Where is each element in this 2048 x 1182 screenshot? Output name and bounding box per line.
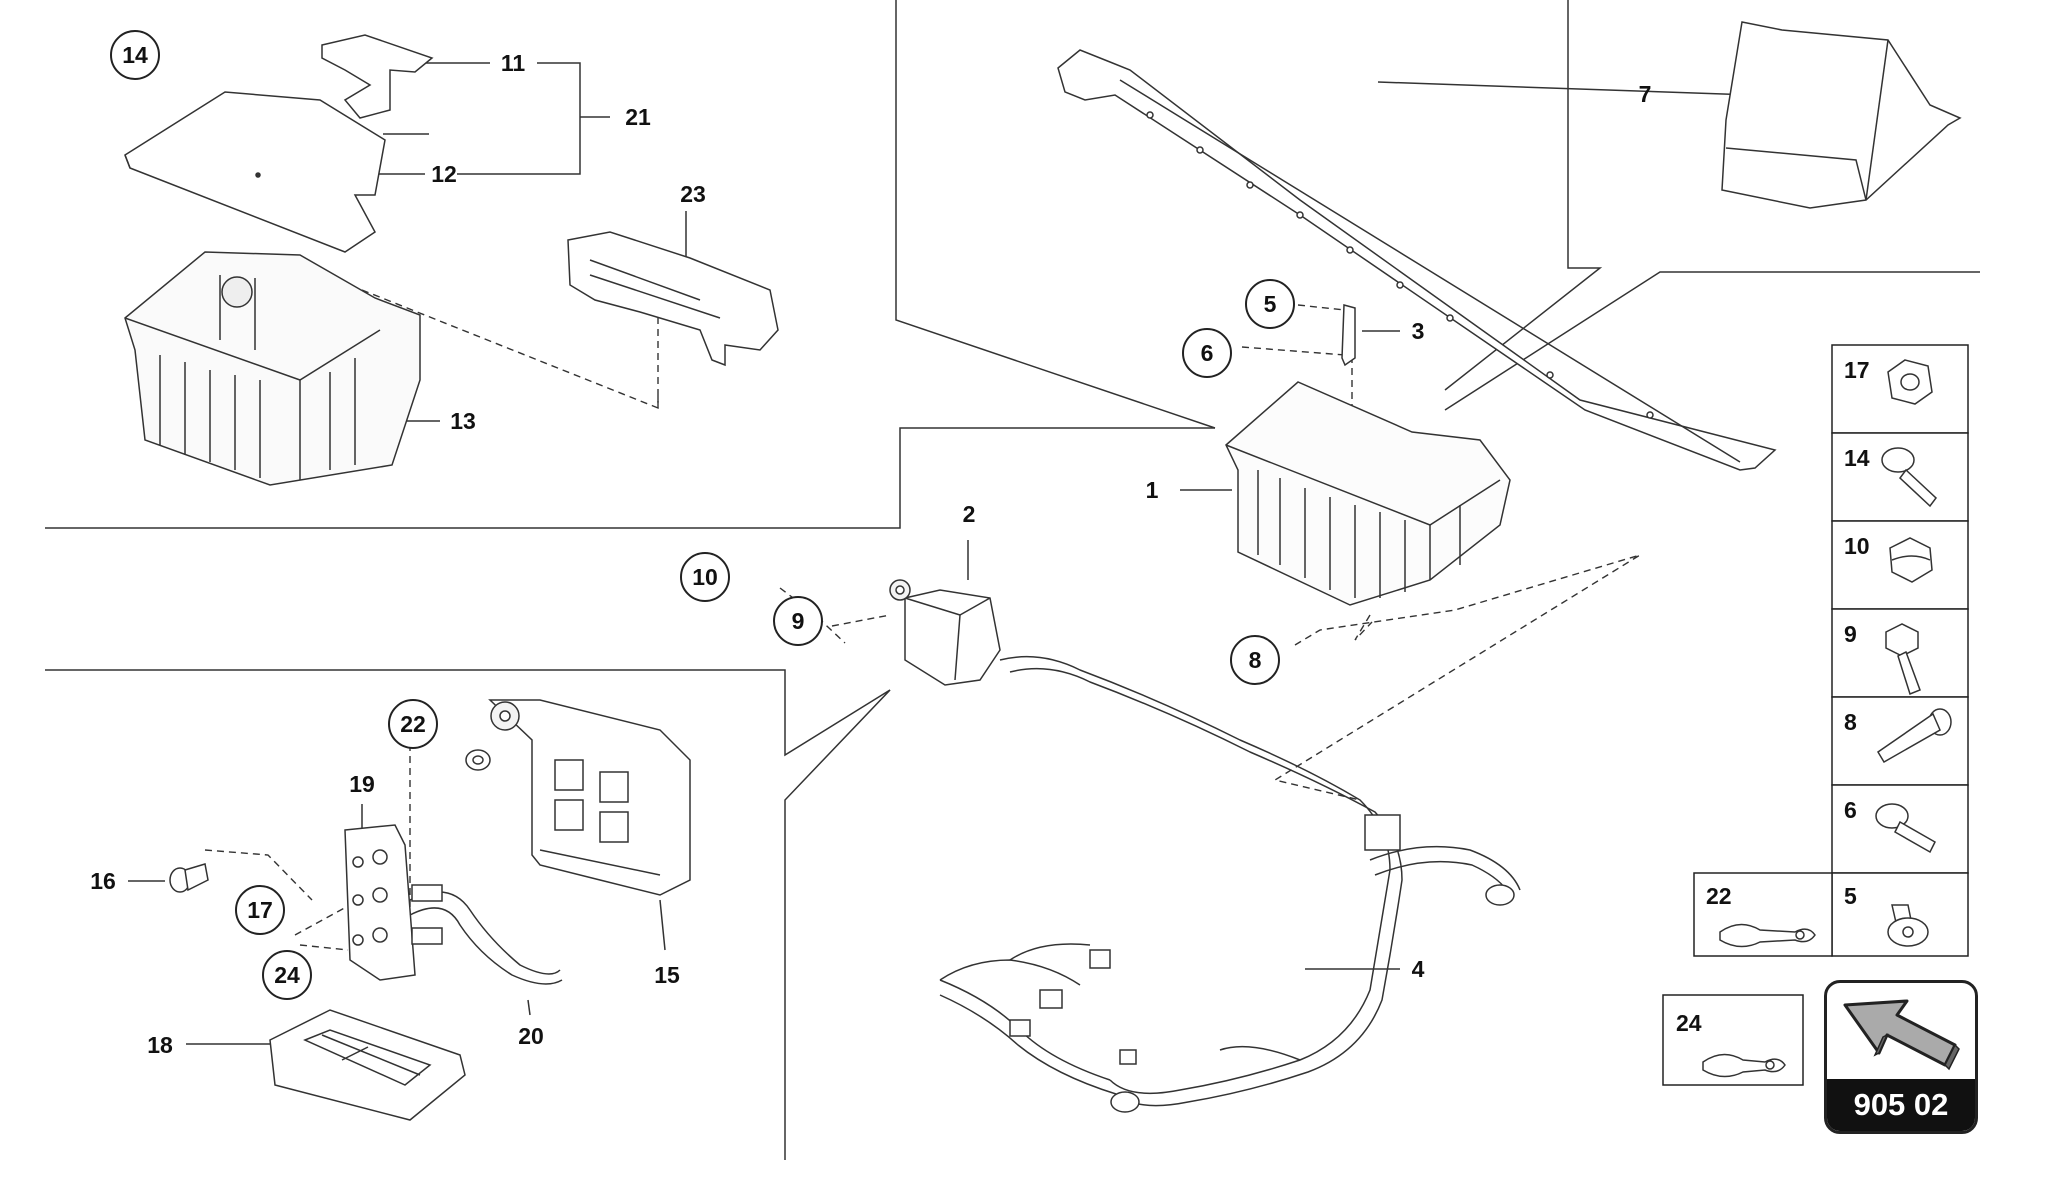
part-1-battery-box: [1225, 381, 1511, 606]
reference-code: 905 02: [1827, 1079, 1975, 1131]
part-15-fuse-carrier: [488, 699, 691, 896]
lock-nut-icon: [1887, 359, 1933, 405]
callout-5-circled: 5: [1264, 291, 1277, 317]
part-13-tray: [124, 251, 421, 486]
part-3-bracket: [1341, 304, 1356, 367]
callout-10-circled: 10: [692, 564, 718, 590]
callout-24-circled: 24: [274, 962, 300, 988]
callout-6-circled: 6: [1201, 340, 1214, 366]
callout-14-circled: 14: [122, 42, 148, 68]
legend-label-9: 9: [1844, 621, 1857, 647]
callout-23: 23: [680, 181, 706, 207]
callout-3: 3: [1412, 318, 1425, 344]
callout-1: 1: [1146, 477, 1159, 503]
flange-screw-icon: [1875, 803, 1936, 854]
direction-arrow-icon: [1843, 999, 1960, 1071]
legend-label-24: 24: [1676, 1010, 1702, 1036]
part-19-terminal-plate: [344, 824, 416, 981]
callout-9-circled: 9: [792, 608, 805, 634]
flange-bolt-icon: [1881, 447, 1938, 508]
cable-lug-icon: [1719, 923, 1816, 948]
panel-borders: [45, 0, 1980, 1160]
part-12-lid: [124, 91, 386, 253]
torx-bolt-icon: [1887, 904, 1929, 947]
callout-circles: [110, 30, 1295, 1000]
part-11-bracket: [321, 34, 434, 119]
callout-17-circled: 17: [247, 897, 273, 923]
callout-2: 2: [963, 501, 976, 527]
legend-label-17: 17: [1844, 357, 1870, 383]
cap-nut-icon: [1889, 537, 1933, 583]
callout-16: 16: [90, 868, 116, 894]
callout-11: 11: [501, 50, 526, 76]
part-20-cable: [409, 884, 563, 985]
part-16-screw: [169, 863, 209, 893]
reference-badge: 905 02: [1824, 980, 1978, 1134]
callout-7: 7: [1639, 81, 1652, 107]
part-22-grommet: [465, 749, 491, 771]
callout-4: 4: [1412, 956, 1425, 982]
socket-bolt-icon: [1876, 708, 1952, 764]
callout-15: 15: [654, 962, 680, 988]
callout-12: 12: [431, 161, 457, 187]
legend-label-6: 6: [1844, 797, 1857, 823]
legend-label-8: 8: [1844, 709, 1857, 735]
callout-19: 19: [349, 771, 375, 797]
part-23-carrier: [567, 231, 779, 367]
legend-label-22: 22: [1706, 883, 1732, 909]
part-2-control-unit: [889, 579, 1001, 686]
callout-21: 21: [625, 104, 651, 130]
legend-label-10: 10: [1844, 533, 1870, 559]
legend-label-5: 5: [1844, 883, 1857, 909]
hex-bolt-icon: [1885, 623, 1921, 695]
frame-cross-member: [1057, 49, 1777, 471]
callout-8-circled: 8: [1249, 647, 1262, 673]
part-4-wiring-harness: [939, 655, 1521, 1113]
dashed-lines: [204, 289, 1641, 970]
cable-lug-icon: [1702, 1053, 1786, 1078]
part-18-base-tray: [269, 1009, 466, 1121]
callout-22-circled: 22: [400, 711, 426, 737]
callout-13: 13: [450, 408, 476, 434]
legend-label-14: 14: [1844, 445, 1870, 471]
part-7-shield: [1721, 21, 1962, 209]
callout-18: 18: [147, 1032, 173, 1058]
callout-20: 20: [518, 1023, 544, 1049]
